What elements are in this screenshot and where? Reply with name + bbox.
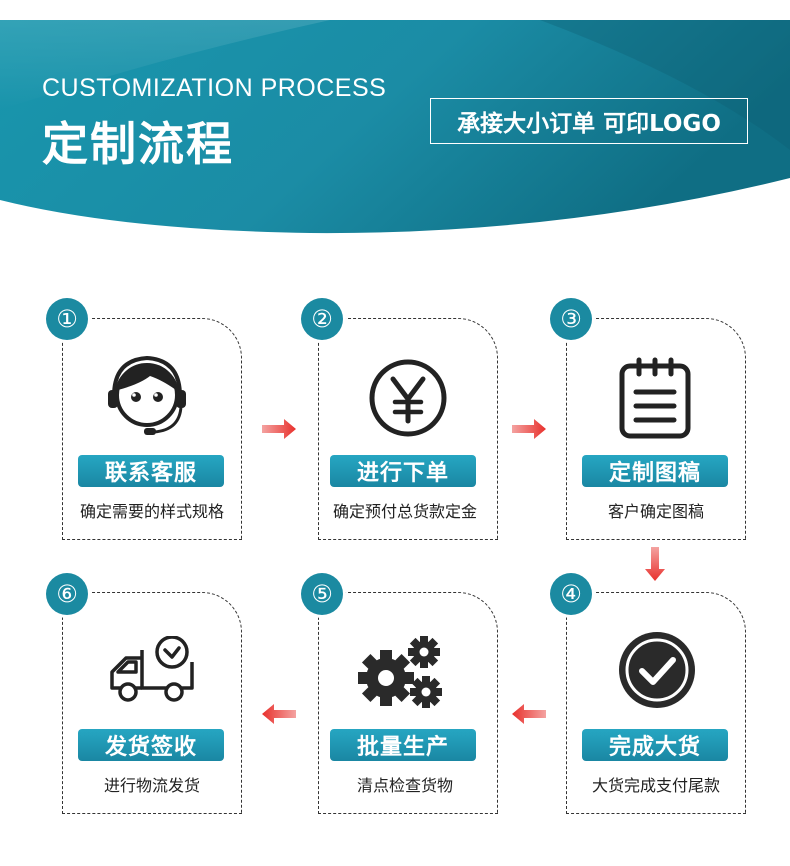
step-title: 进行下单 — [330, 455, 476, 487]
gears-icon — [356, 634, 446, 719]
order-badge: 承接大小订单 可印LOGO — [430, 98, 748, 144]
banner-background — [0, 20, 790, 234]
step-number-badge: ① — [46, 298, 88, 340]
step-number-badge: ④ — [550, 573, 592, 615]
yen-coin-icon — [365, 355, 451, 446]
step-card-3 — [566, 318, 746, 540]
arrow-right-icon — [512, 418, 548, 445]
arrow-down-icon — [644, 547, 666, 588]
delivery-truck-icon — [106, 635, 198, 711]
step-description: 确定预付总货款定金 — [332, 502, 477, 521]
step-title: 完成大货 — [582, 729, 728, 761]
step-number-badge: ⑤ — [301, 573, 343, 615]
page-title: 定制流程 — [42, 117, 234, 171]
step-number-badge: ③ — [550, 298, 592, 340]
step-title: 联系客服 — [78, 455, 224, 487]
step-description: 客户确定图稿 — [607, 502, 704, 521]
step-card-6 — [62, 592, 242, 814]
arrow-right-icon — [262, 418, 298, 445]
step-title: 批量生产 — [330, 729, 476, 761]
step-title: 发货签收 — [78, 729, 224, 761]
step-title: 定制图稿 — [582, 455, 728, 487]
customer-service-headset-icon — [104, 350, 190, 447]
arrow-left-icon — [260, 703, 296, 730]
step-description: 大货完成支付尾款 — [591, 776, 720, 795]
step-card-2 — [318, 318, 498, 540]
step-number-badge: ⑥ — [46, 573, 88, 615]
notepad-icon — [617, 356, 693, 445]
step-description: 清点检查货物 — [356, 776, 453, 795]
step-description: 进行物流发货 — [103, 776, 200, 795]
step-number-badge: ② — [301, 298, 343, 340]
step-card-5 — [318, 592, 498, 814]
header-banner: CUSTOMIZATION PROCESS 定制流程 承接大小订单 可印LOGO — [0, 0, 790, 235]
checkmark-circle-icon — [615, 628, 699, 717]
subtitle-english: CUSTOMIZATION PROCESS — [42, 74, 387, 102]
arrow-left-icon — [510, 703, 546, 730]
step-description: 确定需要的样式规格 — [79, 502, 224, 521]
